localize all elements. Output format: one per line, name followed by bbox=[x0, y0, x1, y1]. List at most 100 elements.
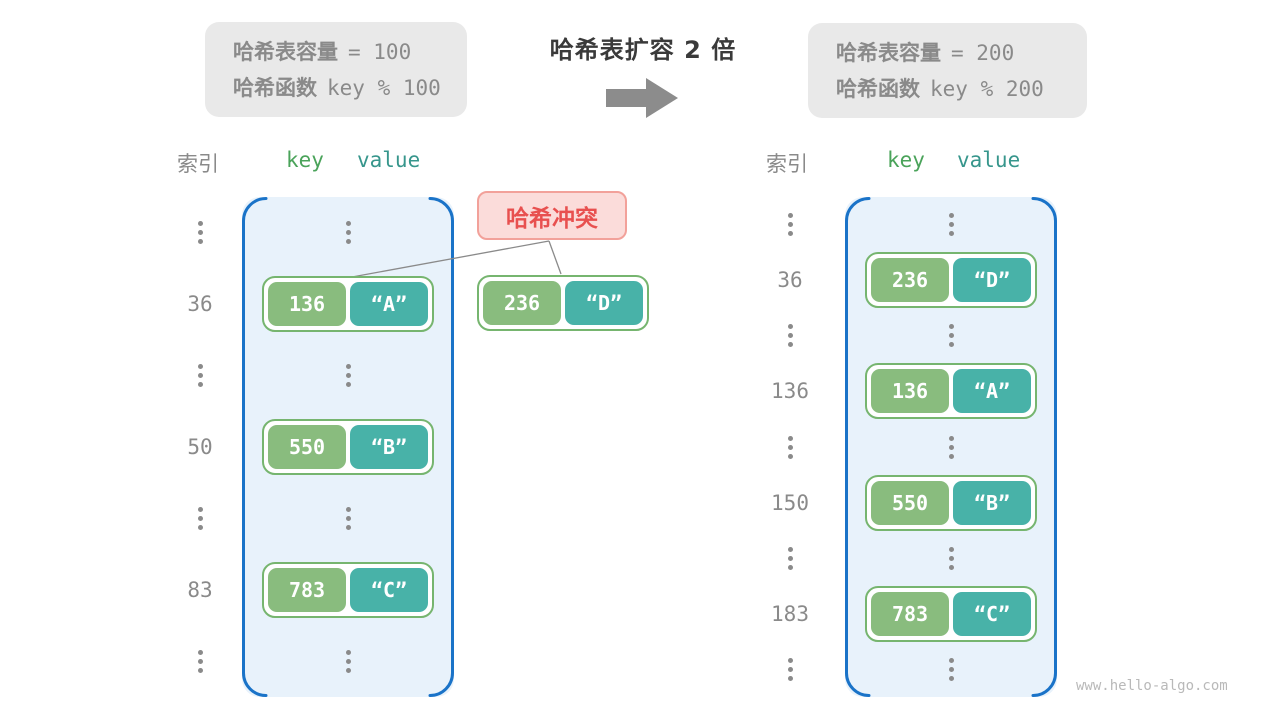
dot bbox=[197, 667, 203, 673]
hash-table-before: 136“A” 550“B” 783“C” bbox=[242, 197, 454, 697]
ellipsis-dots-icon bbox=[345, 649, 351, 673]
dot bbox=[197, 649, 203, 655]
dot bbox=[948, 657, 954, 663]
capacity-line: 哈希表容量= 100 bbox=[233, 34, 467, 70]
key-box: 783 bbox=[871, 591, 949, 636]
key-box: 783 bbox=[268, 567, 346, 612]
dot bbox=[948, 324, 954, 330]
ellipsis-dots-icon bbox=[787, 213, 793, 237]
dot bbox=[787, 546, 793, 552]
key-column-header: key bbox=[887, 148, 925, 172]
value-box: “D” bbox=[953, 258, 1031, 303]
capacity-value: = 200 bbox=[951, 41, 1015, 65]
index-ellipsis-row bbox=[755, 197, 825, 253]
key-box: 136 bbox=[871, 369, 949, 414]
dot bbox=[948, 213, 954, 219]
index-label: 50 bbox=[187, 434, 213, 459]
collision-key-value-pair: 236 “D” bbox=[477, 275, 649, 331]
empty-slot-row bbox=[845, 197, 1057, 252]
entry-row: 550“B” bbox=[845, 474, 1057, 531]
ellipsis-dots-icon bbox=[345, 364, 351, 388]
value-column-header: value bbox=[957, 148, 1021, 172]
ellipsis-dots-icon bbox=[787, 324, 793, 348]
capacity-label: 哈希表容量 bbox=[233, 40, 338, 64]
key-box: 550 bbox=[268, 424, 346, 469]
value-box: “B” bbox=[350, 424, 428, 469]
dot bbox=[197, 382, 203, 388]
key-value-pair: 136“A” bbox=[262, 276, 434, 333]
dot bbox=[787, 222, 793, 228]
dot bbox=[948, 222, 954, 228]
value-box: “A” bbox=[350, 282, 428, 327]
hash-func-value: key % 100 bbox=[327, 76, 441, 100]
hash-collision-label: 哈希冲突 bbox=[477, 191, 627, 240]
key-box: 136 bbox=[268, 282, 346, 327]
ellipsis-dots-icon bbox=[948, 324, 954, 348]
index-row: 183 bbox=[755, 586, 825, 642]
index-label: 36 bbox=[777, 268, 803, 293]
dot bbox=[787, 657, 793, 663]
dot bbox=[345, 667, 351, 673]
ellipsis-dots-icon bbox=[345, 221, 351, 245]
value-box: “C” bbox=[350, 567, 428, 612]
entry-row: 550“B” bbox=[242, 411, 454, 482]
empty-slot-row bbox=[845, 642, 1057, 697]
diagram-title: 哈希表扩容 2 倍 bbox=[549, 36, 737, 64]
dot bbox=[948, 666, 954, 672]
index-ellipsis-row bbox=[755, 642, 825, 698]
dot bbox=[345, 364, 351, 370]
index-row: 83 bbox=[165, 554, 235, 625]
ellipsis-dots-icon bbox=[948, 546, 954, 570]
index-label: 83 bbox=[187, 577, 213, 602]
dot bbox=[197, 373, 203, 379]
ellipsis-dots-icon bbox=[948, 435, 954, 459]
index-ellipsis-row bbox=[755, 419, 825, 475]
index-ellipsis-row bbox=[165, 626, 235, 697]
ellipsis-dots-icon bbox=[197, 364, 203, 388]
key-value-pair: 236“D” bbox=[865, 252, 1037, 309]
dot bbox=[787, 333, 793, 339]
dot bbox=[345, 230, 351, 236]
dot bbox=[948, 342, 954, 348]
value-box: “A” bbox=[953, 369, 1031, 414]
index-row: 150 bbox=[755, 475, 825, 531]
index-label: 183 bbox=[771, 601, 809, 626]
dot bbox=[345, 221, 351, 227]
index-ellipsis-row bbox=[755, 308, 825, 364]
value-box: “C” bbox=[953, 591, 1031, 636]
hash-table-after: 236“D” 136“A” 550“B” 783“C” bbox=[845, 197, 1057, 697]
dot bbox=[197, 364, 203, 370]
entry-row: 783“C” bbox=[845, 585, 1057, 642]
dot bbox=[787, 564, 793, 570]
entry-row: 236“D” bbox=[845, 252, 1057, 309]
empty-slot-row bbox=[845, 531, 1057, 586]
key-value-pair: 550“B” bbox=[262, 418, 434, 475]
index-ellipsis-row bbox=[165, 483, 235, 554]
dot bbox=[787, 453, 793, 459]
dot bbox=[345, 649, 351, 655]
key-box: 236 bbox=[871, 258, 949, 303]
ellipsis-dots-icon bbox=[345, 506, 351, 530]
dot bbox=[345, 515, 351, 521]
dot bbox=[197, 524, 203, 530]
empty-slot-row bbox=[242, 483, 454, 554]
index-row: 36 bbox=[755, 253, 825, 309]
capacity-line: 哈希表容量= 200 bbox=[836, 35, 1087, 71]
ellipsis-dots-icon bbox=[948, 213, 954, 237]
key-value-pair: 783“C” bbox=[865, 585, 1037, 642]
entry-row: 783“C” bbox=[242, 554, 454, 625]
hash-func-value: key % 200 bbox=[930, 77, 1044, 101]
dot bbox=[948, 453, 954, 459]
entry-row: 136“A” bbox=[845, 363, 1057, 420]
key-value-pair: 783“C” bbox=[262, 561, 434, 618]
ellipsis-dots-icon bbox=[787, 435, 793, 459]
dot bbox=[948, 333, 954, 339]
key-box: 236 bbox=[483, 281, 561, 325]
ellipsis-dots-icon bbox=[197, 221, 203, 245]
index-ellipsis-row bbox=[165, 340, 235, 411]
key-value-pair: 136“A” bbox=[865, 363, 1037, 420]
